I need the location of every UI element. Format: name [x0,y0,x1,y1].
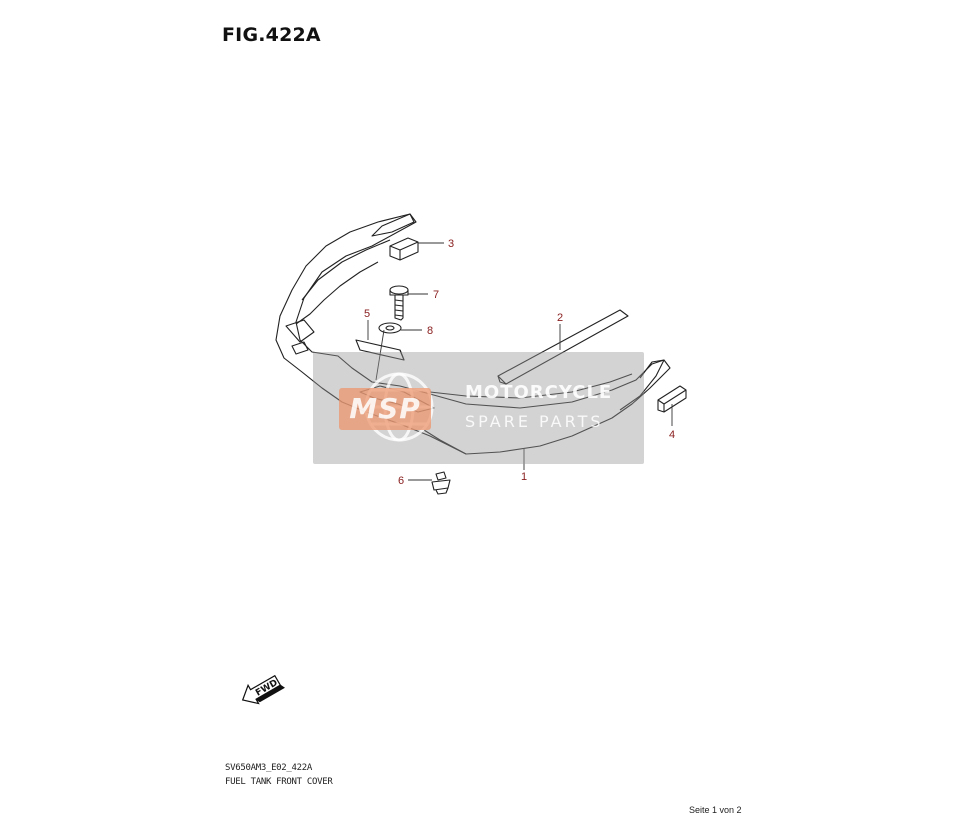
callout-4: 4 [669,429,675,441]
part-4-pad [657,385,687,413]
callout-1: 1 [521,471,527,483]
callout-5: 5 [364,308,370,320]
watermark-line2: SPARE PARTS [465,412,604,431]
part-6-clip [431,471,451,495]
callout-8: 8 [427,325,433,337]
figure-name: FUEL TANK FRONT COVER [225,777,333,787]
callout-3: 3 [448,238,454,250]
part-1-right-wing [619,359,665,411]
callout-6: 6 [398,475,404,487]
part-1-notch-left [285,319,315,343]
part-8-washer [378,322,402,334]
figure-code: SV650AM3_E02_422A [225,763,313,773]
page-number: Seite 1 von 2 [689,805,742,815]
part-1-lower-edge [429,373,633,399]
part-7-screw [389,285,409,321]
part-1-notch-hole [291,341,309,355]
figure-title: FIG.422A [222,24,321,46]
part-1-inner-rim [301,239,391,301]
part-1-inner-edge [295,261,379,325]
watermark-line1: MOTORCYCLE [465,382,613,403]
part-1-upper-tab [371,213,415,237]
watermark: MSP MOTORCYCLE SPARE PARTS [313,352,644,464]
callout-2: 2 [557,312,563,324]
part-1-front-lip [423,429,467,455]
part-3-block [389,237,419,261]
watermark-badge: MSP [339,388,431,430]
callout-7: 7 [433,289,439,301]
fwd-arrow-icon: FWD [241,674,286,705]
part-2-strip [497,309,629,385]
part-1-front-cover [275,213,671,455]
